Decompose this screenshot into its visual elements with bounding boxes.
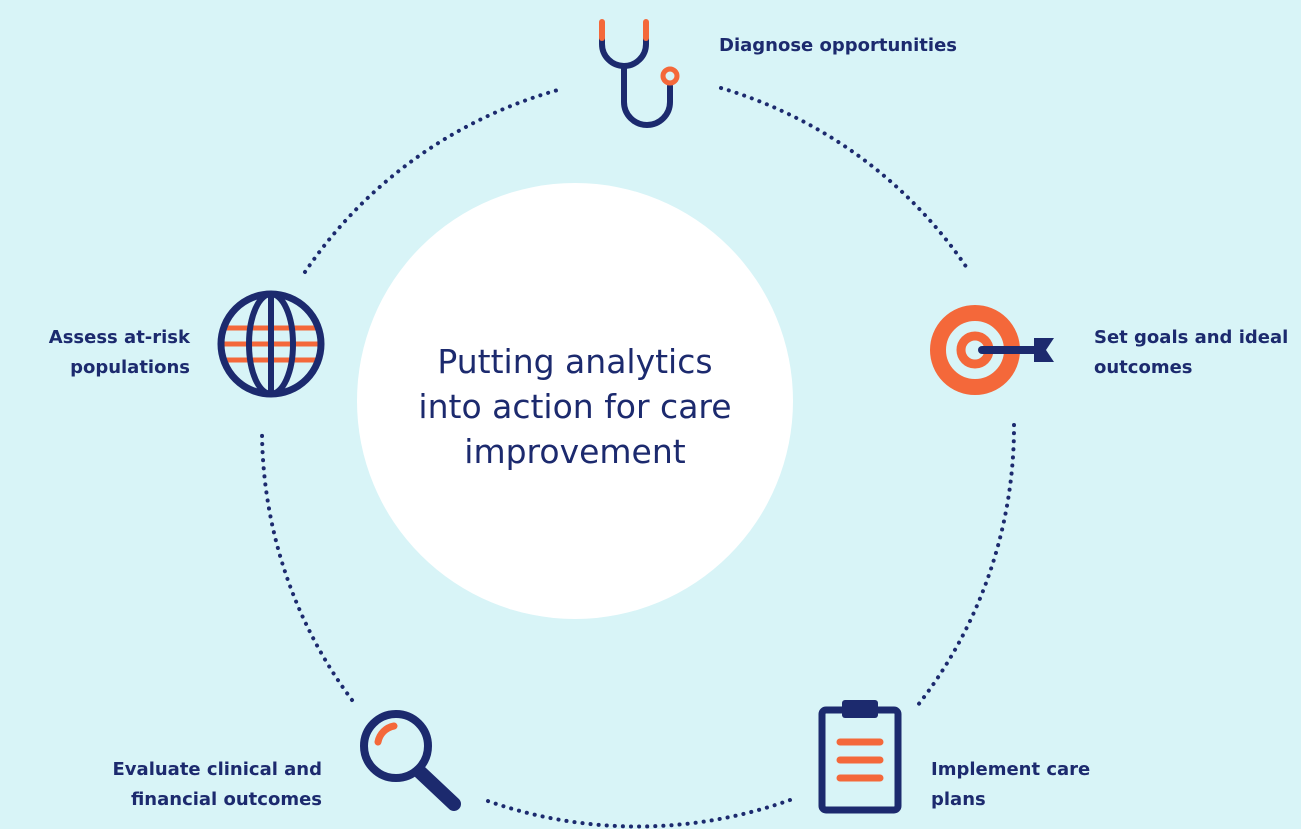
step-label-implement: Implement care plans	[931, 759, 1091, 810]
step-label-evaluate: Evaluate clinical and financial outcomes	[112, 759, 322, 810]
arc-diagnose-to-goals	[719, 86, 971, 273]
globe-icon	[213, 286, 329, 402]
arc-evaluate-to-assess	[259, 426, 354, 702]
arc-implement-to-evaluate	[483, 798, 792, 829]
magnifier-icon	[356, 704, 472, 814]
center-title: Putting analytics into action for care i…	[418, 341, 732, 471]
step-label-diagnose: Diagnose opportunities	[719, 35, 957, 56]
step-label-assess: Assess at-risk populations	[48, 327, 190, 378]
center-circle: Putting analytics into action for care i…	[357, 183, 793, 619]
target-icon	[930, 305, 1060, 395]
step-label-goals: Set goals and ideal outcomes	[1094, 327, 1289, 378]
arc-goals-to-implement	[916, 423, 1017, 707]
arc-assess-to-diagnose	[303, 88, 560, 274]
stethoscope-icon	[592, 14, 692, 132]
clipboard-icon	[812, 696, 908, 816]
